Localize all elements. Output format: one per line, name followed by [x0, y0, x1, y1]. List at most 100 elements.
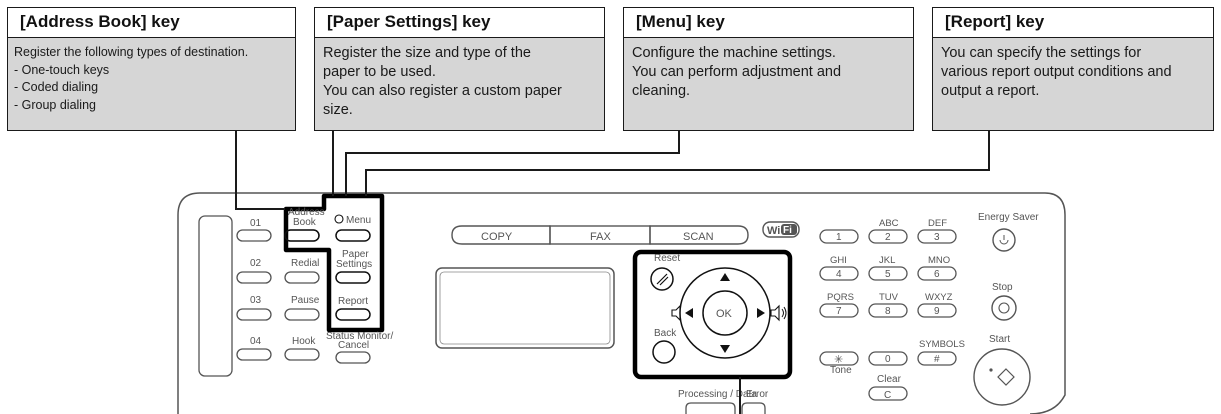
callout-line: - Group dialing	[14, 97, 96, 112]
highlight-key-group	[283, 193, 385, 333]
callout-line: - Coded dialing	[14, 80, 99, 94]
one-touch-01-label: 01	[250, 218, 262, 229]
hash-label: #	[934, 354, 940, 365]
keypad-digit: 4	[836, 269, 842, 280]
ok-button[interactable]	[702, 290, 748, 336]
stop-button[interactable]	[991, 295, 1017, 321]
keypad-digit: 6	[934, 269, 940, 280]
clear-key[interactable]	[868, 386, 908, 401]
start-button[interactable]	[973, 348, 1031, 406]
energy-saver-icon	[999, 239, 1009, 245]
status-monitor-key[interactable]	[335, 351, 371, 364]
nav-cluster-highlight	[632, 249, 793, 380]
clear-key-label: C	[884, 390, 891, 401]
report-label: Report	[338, 296, 368, 307]
address-book-label-1: Address	[288, 207, 325, 218]
report-leader	[365, 131, 990, 196]
keypad-key-4[interactable]	[819, 266, 859, 281]
keypad-letters: ABC	[879, 218, 899, 229]
panel-outline	[177, 192, 1066, 414]
zero-key[interactable]	[868, 351, 908, 366]
callout-line: output a report.	[941, 83, 1040, 99]
scan-button[interactable]	[649, 225, 749, 245]
report-key[interactable]	[335, 308, 371, 321]
right-arrow-icon[interactable]	[757, 308, 765, 318]
callout-line: You can specify the settings for	[941, 45, 1142, 61]
address-book-key[interactable]	[284, 229, 320, 242]
reset-button[interactable]	[650, 267, 674, 291]
one-touch-04-key[interactable]	[236, 348, 272, 361]
hook-key[interactable]	[284, 348, 320, 361]
one-touch-02-key[interactable]	[236, 271, 272, 284]
menu-key[interactable]	[335, 229, 371, 242]
start-icon	[997, 368, 1015, 386]
keypad-key-2[interactable]	[868, 229, 908, 244]
menu-callout: [Menu] key Configure the machine setting…	[623, 7, 914, 131]
keypad-key-8[interactable]	[868, 303, 908, 318]
redial-key[interactable]	[284, 271, 320, 284]
clear-label: Clear	[877, 374, 902, 385]
hash-key[interactable]	[917, 351, 957, 366]
keypad-letters: DEF	[928, 218, 947, 229]
zero-label: 0	[885, 354, 891, 365]
keypad-letters: PQRS	[827, 292, 854, 303]
svg-text:Fi: Fi	[783, 225, 792, 236]
keypad-digit: 8	[885, 306, 891, 317]
one-touch-01-key[interactable]	[236, 229, 272, 242]
blank-key[interactable]	[284, 229, 320, 242]
paper-settings-callout-text: Register the size and type of the paper …	[323, 44, 598, 120]
keypad-key-9[interactable]	[917, 303, 957, 318]
svg-text:Wi: Wi	[767, 225, 780, 237]
keypad-letters: WXYZ	[925, 292, 953, 303]
stop-label: Stop	[992, 282, 1013, 293]
cancel-label: Cancel	[338, 340, 369, 351]
keypad-key-7[interactable]	[819, 303, 859, 318]
hook-label: Hook	[292, 336, 316, 347]
menu-icon	[334, 214, 344, 224]
callout-line: You can also register a custom paper	[323, 83, 562, 99]
status-monitor-label: Status Monitor/	[326, 331, 393, 342]
menu-label: Menu	[346, 215, 371, 226]
mode-bar: COPY FAX SCAN	[451, 225, 749, 245]
volume-down-icon	[671, 304, 681, 322]
keypad-digit: 3	[934, 232, 940, 243]
tone-key[interactable]	[819, 351, 859, 366]
copy-button[interactable]	[451, 225, 551, 245]
wifi-icon: Wi Fi	[762, 221, 800, 238]
redial-label: Redial	[291, 258, 319, 269]
callout-line: size.	[323, 102, 353, 118]
keypad-key-1[interactable]	[819, 229, 859, 244]
paper-settings-callout-title: [Paper Settings] key	[327, 12, 491, 31]
address-book-callout-text: Register the following types of destinat…	[14, 44, 289, 114]
start-label: Start	[989, 334, 1010, 345]
back-label: Back	[654, 328, 677, 339]
pause-key[interactable]	[284, 308, 320, 321]
menu-callout-text: Configure the machine settings. You can …	[632, 44, 907, 101]
left-arrow-icon[interactable]	[685, 308, 693, 318]
keypad-key-3[interactable]	[917, 229, 957, 244]
down-arrow-icon[interactable]	[720, 345, 730, 353]
keypad-key-5[interactable]	[868, 266, 908, 281]
energy-saver-button[interactable]	[992, 228, 1016, 252]
scan-label: SCAN	[683, 231, 714, 243]
one-touch-02-label: 02	[250, 258, 262, 269]
up-arrow-icon[interactable]	[720, 273, 730, 281]
one-touch-04-label: 04	[250, 336, 262, 347]
one-touch-03-key[interactable]	[236, 308, 272, 321]
callout-line: various report output conditions and	[941, 64, 1172, 80]
paper-settings-key[interactable]	[335, 271, 371, 284]
callout-line: Register the size and type of the	[323, 45, 531, 61]
label-window	[198, 215, 233, 377]
back-button[interactable]	[652, 340, 676, 364]
menu-leader	[345, 131, 680, 196]
report-callout-text: You can specify the settings for various…	[941, 44, 1207, 101]
volume-up-icon	[770, 304, 787, 322]
address-book-leader	[235, 131, 285, 210]
keypad-letters: MNO	[928, 255, 950, 266]
keypad-letters: GHI	[830, 255, 847, 266]
one-touch-keys[interactable]: 01 02 03 04	[236, 218, 272, 361]
keypad-key-6[interactable]	[917, 266, 957, 281]
paper-settings-label-1: Paper	[342, 249, 369, 260]
keypad-digit: 5	[885, 269, 891, 280]
